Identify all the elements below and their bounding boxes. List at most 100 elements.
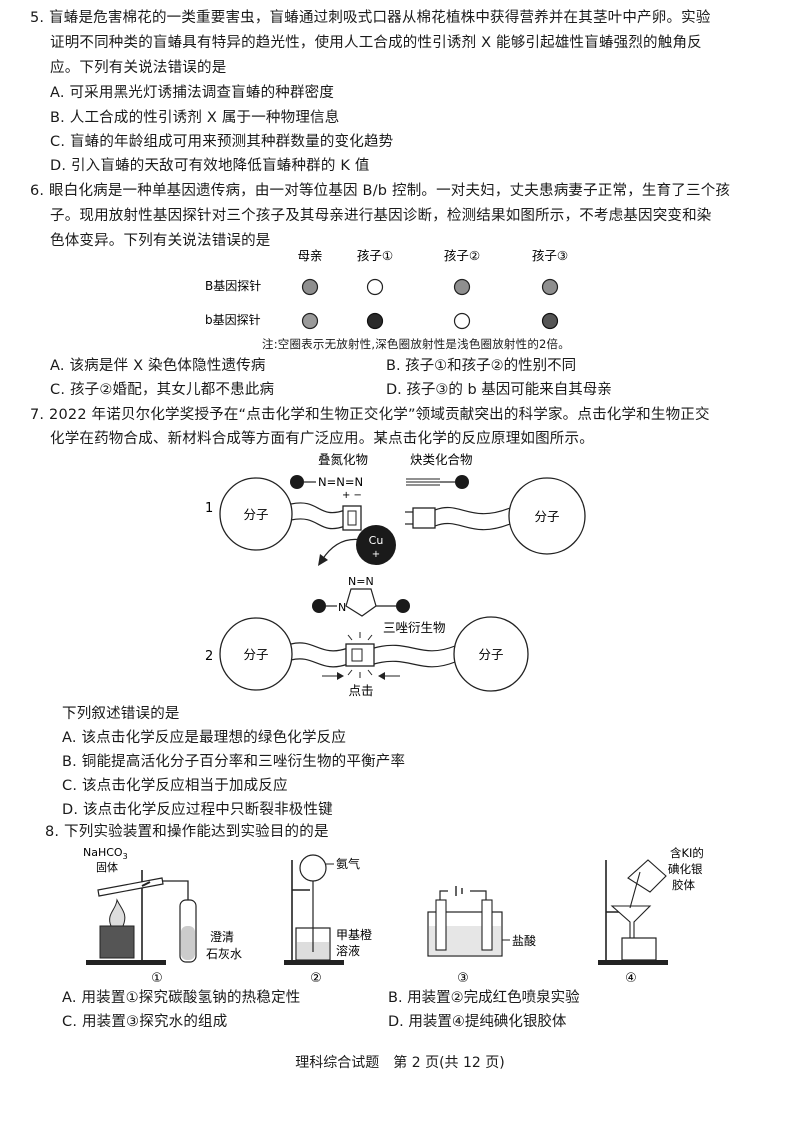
click-label: 点击 xyxy=(348,683,373,698)
collection-tube-left xyxy=(435,899,447,951)
funnel-4 xyxy=(610,905,652,943)
tether-left-1 xyxy=(290,502,346,514)
molecule-left-1 xyxy=(219,477,293,551)
collection-tube-right xyxy=(481,899,493,951)
q5-option-c: C. 盲蝽的年龄组成可用来预测其种群数量的变化趋势 xyxy=(50,134,394,150)
step-2-label: 2 xyxy=(205,649,213,664)
cu-catalyst xyxy=(356,525,396,565)
col-mother: 母亲 xyxy=(297,248,322,263)
molecule-left-2-label: 分子 xyxy=(243,647,268,662)
ki-label-2: 碘化银 xyxy=(668,862,703,876)
stand-1-base xyxy=(86,960,166,965)
dot-B-child-2 xyxy=(453,278,471,296)
tether-left-2b xyxy=(290,658,349,668)
step-1-label: 1 xyxy=(205,501,213,516)
q5-option-b: B. 人工合成的性引诱剂 X 属于一种物理信息 xyxy=(50,110,340,126)
dot-b-child-2 xyxy=(453,312,471,330)
triazole-n-top: N=N xyxy=(348,575,374,588)
q8-apparatus-figure: NaHCO3 固体 澄清 石灰水 ① 氨气 甲基橙 溶液 ② xyxy=(83,846,704,982)
click-mark-3 xyxy=(367,634,373,641)
buckle-closed-inner xyxy=(351,648,363,662)
dot-b-mother xyxy=(301,312,319,330)
methyl-orange-label-1: 甲基橙 xyxy=(336,927,372,942)
q7-option-b: B. 铜能提高活化分子百分率和三唑衍生物的平衡产率 xyxy=(62,754,406,770)
q5-stem-line-2: 证明不同种类的盲蝽具有特异的趋光性，使用人工合成的性引诱剂 X 能够引起雄性盲蝽… xyxy=(50,35,702,51)
molecule-right-1-label: 分子 xyxy=(534,509,559,524)
q7-stem-line-1: 7. 2022 年诺贝尔化学奖授予在“点击化学和生物正交化学”领域贡献突出的科学… xyxy=(30,407,710,423)
ki-label-3: 胶体 xyxy=(672,878,695,892)
tether-right-2 xyxy=(373,644,456,652)
tether-left-2 xyxy=(290,642,349,652)
click-arrow-left-head xyxy=(337,672,344,680)
catalyst-arrow xyxy=(321,538,363,561)
molecule-right-2-label: 分子 xyxy=(478,647,503,662)
q6-option-b: B. 孩子①和孩子②的性别不同 xyxy=(386,358,577,374)
circuit-wire xyxy=(439,890,487,912)
stand-2-base xyxy=(284,960,344,965)
triazole-ring xyxy=(345,588,377,617)
q5-stem-line-3: 应。下列有关说法错误的是 xyxy=(50,60,227,76)
q6-stem-line-1: 6. 眼白化病是一种单基因遗传病，由一对等位基因 B/b 控制。一对夫妇，丈夫患… xyxy=(30,183,731,199)
limewater-level xyxy=(181,926,195,960)
tether-left-1b xyxy=(290,518,346,530)
click-chemistry-figure: 叠氮化物 炔类化合物 1 分子 N=N=N + − 分子 Cu + N=N xyxy=(205,452,586,698)
apparatus-3-label: ③ xyxy=(457,971,469,982)
apparatus-1-label: ① xyxy=(151,971,163,982)
col-child-1: 孩子① xyxy=(357,248,393,263)
q7-option-a: A. 该点击化学反应是最理想的绿色化学反应 xyxy=(62,730,347,746)
methyl-orange-label-2: 溶液 xyxy=(336,943,360,958)
molecule-right-1 xyxy=(508,477,586,555)
alkyne-group-dot xyxy=(455,475,469,489)
click-mark-6 xyxy=(367,669,373,676)
q5-option-a: A. 可采用黑光灯诱捕法调查盲蝽的种群密度 xyxy=(50,85,335,101)
q8-option-b: B. 用装置②完成红色喷泉实验 xyxy=(388,990,580,1006)
col-child-2: 孩子② xyxy=(444,248,480,263)
flask-2 xyxy=(299,854,327,882)
pouring-beaker xyxy=(627,859,667,893)
azide-charges: + − xyxy=(342,490,362,501)
row-b-probe-label: B基因探针 xyxy=(205,278,261,293)
azide-group-dot xyxy=(290,475,304,489)
triazole-left-group xyxy=(312,599,326,613)
hcl-label: 盐酸 xyxy=(512,933,536,948)
q6-option-a: A. 该病是伴 X 染色体隐性遗传病 xyxy=(50,358,266,374)
test-tube-1 xyxy=(97,877,164,897)
beaker-4 xyxy=(621,937,657,961)
apparatus-2-label: ② xyxy=(310,971,322,982)
buckle-female-1-inner xyxy=(347,510,357,526)
q7-lead: 下列叙述错误的是 xyxy=(62,706,180,722)
tether-right-1 xyxy=(434,506,511,515)
triazole-n-left: N xyxy=(338,601,346,614)
q6-stem-line-3: 色体变异。下列有关说法错误的是 xyxy=(50,233,271,249)
row-lower-b-probe-label: b基因探针 xyxy=(205,312,261,327)
q5-stem-line-1: 5. 盲蝽是危害棉花的一类重要害虫，盲蝽通过刺吸式口器从棉花植株中获得营养并在其… xyxy=(30,10,711,26)
q7-option-d: D. 该点击化学反应过程中只断裂非极性键 xyxy=(62,802,333,818)
solid-label: 固体 xyxy=(96,860,118,874)
ki-label-1: 含KI的 xyxy=(670,846,704,860)
nahco3-label: NaHCO3 xyxy=(83,846,128,861)
limewater-label-2: 石灰水 xyxy=(206,947,242,961)
q8-stem: 8. 下列实验装置和操作能达到实验目的的是 xyxy=(45,824,329,840)
page-footer: 理科综合试题 第 2 页(共 12 页) xyxy=(295,1055,505,1071)
triazole-right-group xyxy=(396,599,410,613)
molecule-left-1-label: 分子 xyxy=(243,507,268,522)
q6-figure-note: 注:空圈表示无放射性,深色圈放射性是浅色圈放射性的2倍。 xyxy=(262,337,570,351)
dot-B-child-1 xyxy=(366,278,384,296)
q6-option-d: D. 孩子③的 b 基因可能来自其母亲 xyxy=(386,382,612,398)
q8-option-d: D. 用装置④提纯碘化银胶体 xyxy=(388,1014,567,1030)
stand-4-base xyxy=(598,960,668,965)
col-child-3: 孩子③ xyxy=(532,248,568,263)
q8-option-a: A. 用装置①探究碳酸氢钠的热稳定性 xyxy=(62,990,301,1006)
click-arrow-right-head xyxy=(378,672,385,680)
triazole-label: 三唑衍生物 xyxy=(383,620,446,635)
tether-right-2b xyxy=(373,660,456,668)
q7-stem-line-2: 化学在药物合成、新材料合成等方面有广泛应用。某点击化学的反应原理如图所示。 xyxy=(50,431,594,447)
azide-formula: N=N=N xyxy=(318,475,363,489)
buckle-male-1 xyxy=(412,507,436,529)
q6-option-c: C. 孩子②婚配，其女儿都不患此病 xyxy=(50,382,275,398)
molecule-left-2 xyxy=(219,617,293,691)
cu-label: Cu xyxy=(369,534,384,547)
apparatus-4-label: ④ xyxy=(625,971,637,982)
dot-B-child-3 xyxy=(541,278,559,296)
